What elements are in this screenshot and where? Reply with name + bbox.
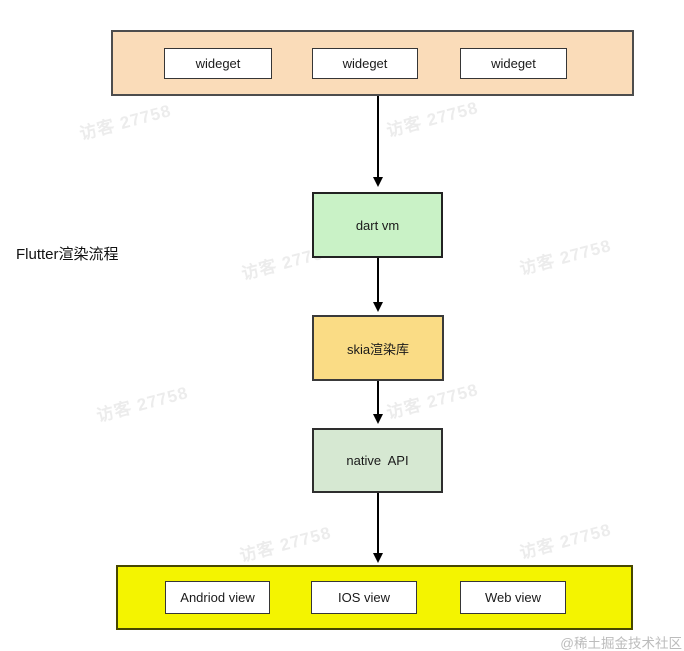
arrowhead-down-icon [373, 553, 383, 563]
flow-arrow-native-to-platform [372, 493, 384, 563]
widget-box: wideget [164, 48, 272, 79]
visitor-watermark: 访客 27758 [384, 98, 481, 141]
flow-arrow-skia-to-native [372, 381, 384, 424]
platform-view-box: IOS view [311, 581, 417, 614]
flow-arrow-dartvm-to-skia [372, 258, 384, 312]
arrow-line [377, 258, 379, 302]
visitor-watermark: 访客 27758 [517, 236, 614, 279]
diagram-title: Flutter渲染流程 [16, 246, 119, 263]
widget-box: wideget [312, 48, 418, 79]
flow-arrow-widgets-to-dartvm [372, 96, 384, 187]
arrow-line [377, 96, 379, 177]
visitor-watermark: 访客 27758 [517, 520, 614, 563]
node-label: native API [346, 453, 409, 468]
visitor-watermark: 访客 27758 [94, 383, 191, 426]
arrow-line [377, 381, 379, 414]
visitor-watermark: 访客 27758 [237, 523, 334, 566]
arrowhead-down-icon [373, 177, 383, 187]
node-dart-vm: dart vm [312, 192, 443, 258]
node-label: skia渲染库 [346, 341, 410, 357]
node-native-api: native API [312, 428, 443, 493]
visitor-watermark: 访客 27758 [77, 101, 174, 144]
widget-box: wideget [460, 48, 567, 79]
arrowhead-down-icon [373, 414, 383, 424]
arrowhead-down-icon [373, 302, 383, 312]
arrow-line [377, 493, 379, 553]
node-label: dart vm [355, 217, 400, 233]
platform-view-box: Web view [460, 581, 566, 614]
visitor-watermark: 访客 27758 [384, 380, 481, 423]
platform-view-box: Andriod view [165, 581, 270, 614]
node-skia-render-lib: skia渲染库 [312, 315, 444, 381]
community-credit-watermark: @稀土掘金技术社区 [560, 636, 682, 651]
